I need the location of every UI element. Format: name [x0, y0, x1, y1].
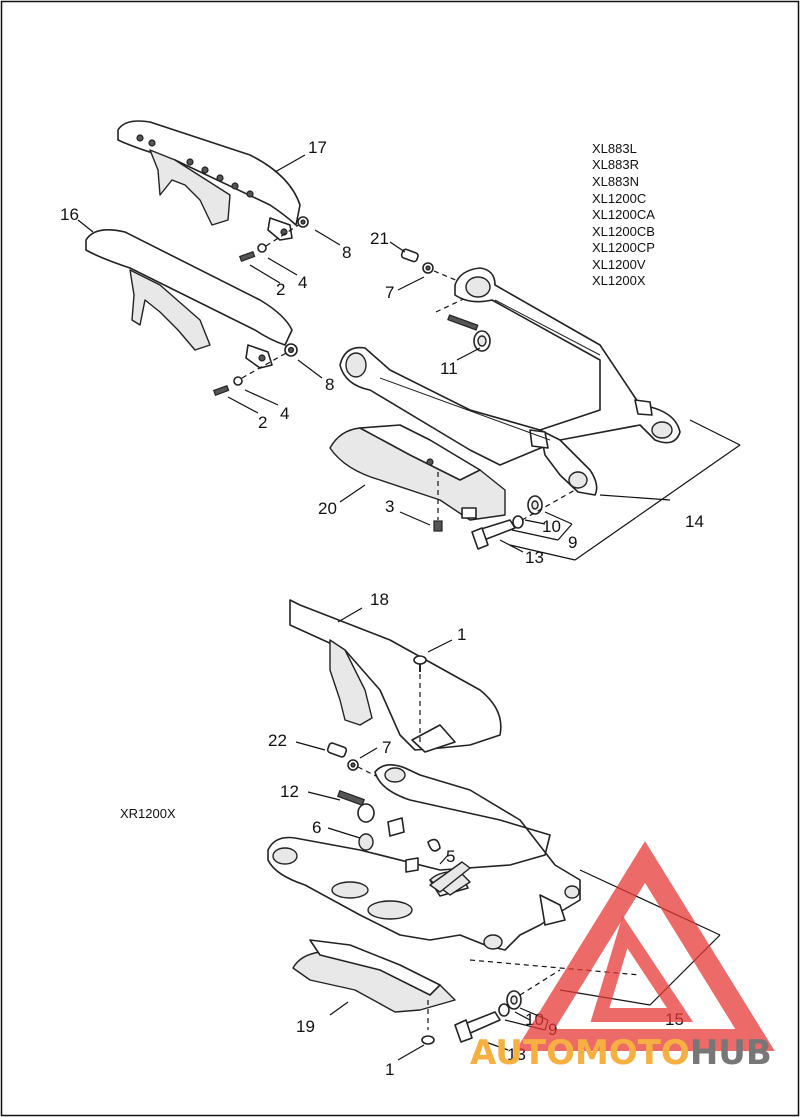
- xr-model-label: XR1200X: [120, 806, 176, 821]
- callout-13a: 13: [525, 548, 544, 567]
- callout-20: 20: [318, 499, 337, 518]
- part-14-swingarm: [339, 267, 681, 496]
- watermark-text-part2: HUB: [690, 1033, 772, 1073]
- part-17-belt-guard: [117, 120, 301, 241]
- watermark-text: AUTOMOTOHUB: [470, 1033, 772, 1073]
- upper-callouts: 17 16 8 2 4 8 2 4 21 7 11 20 3 10 9 13 1…: [60, 138, 704, 567]
- callout-7a: 7: [385, 283, 394, 302]
- callout-6: 6: [312, 818, 321, 837]
- callout-10a: 10: [542, 517, 561, 536]
- callout-5: 5: [446, 847, 455, 866]
- part-19-debris-deflector: [292, 939, 456, 1045]
- callout-12: 12: [280, 782, 299, 801]
- callout-21: 21: [370, 229, 389, 248]
- model-4: XL1200CA: [592, 207, 655, 222]
- callout-14: 14: [685, 512, 704, 531]
- callout-2a: 2: [276, 280, 285, 299]
- callout-4b: 4: [280, 404, 289, 423]
- part-15-swingarm: [267, 764, 581, 951]
- watermark-text-part1: AUTOMOTO: [470, 1033, 690, 1073]
- part-18-belt-guard: [289, 599, 502, 753]
- callout-16: 16: [60, 205, 79, 224]
- callout-18: 18: [370, 590, 389, 609]
- callout-1b: 1: [385, 1060, 394, 1079]
- callout-3: 3: [385, 497, 394, 516]
- callout-8b: 8: [325, 375, 334, 394]
- model-list: XL883L XL883R XL883N XL1200C XL1200CA XL…: [592, 141, 655, 288]
- watermark-logo: AUTOMOTOHUB: [470, 841, 775, 1073]
- callout-22: 22: [268, 731, 287, 750]
- callout-4a: 4: [298, 273, 307, 292]
- model-7: XL1200V: [592, 257, 646, 272]
- callout-9a: 9: [568, 533, 577, 552]
- callout-17: 17: [308, 138, 327, 157]
- part-16-belt-guard: [85, 229, 293, 369]
- upper-leaders: [77, 154, 741, 561]
- model-3: XL1200C: [592, 191, 646, 206]
- lower-assembly: 18 1 22 7 12 6 5 19 1 10 9 13 15 XR1200X: [120, 590, 721, 1079]
- callout-2b: 2: [258, 413, 267, 432]
- model-1: XL883R: [592, 157, 639, 172]
- callout-11: 11: [440, 359, 458, 378]
- callout-1a: 1: [457, 625, 466, 644]
- model-5: XL1200CB: [592, 224, 655, 239]
- callout-19: 19: [296, 1017, 315, 1036]
- callout-8a: 8: [342, 243, 351, 262]
- model-8: XL1200X: [592, 273, 646, 288]
- upper-assembly: 17 16 8 2 4 8 2 4 21 7 11 20 3 10 9 13 1…: [60, 120, 741, 567]
- part-13-pivot-bolt: [471, 489, 576, 550]
- model-0: XL883L: [592, 141, 637, 156]
- upper-pivot-hardware: [400, 248, 491, 352]
- part-13-pivot-bolt-lower: [454, 969, 561, 1043]
- part-20-debris-deflector: [329, 424, 506, 532]
- lower-pivot-hardware: [326, 742, 381, 851]
- guard-hardware: [212, 216, 309, 396]
- model-2: XL883N: [592, 174, 639, 189]
- model-6: XL1200CP: [592, 240, 655, 255]
- callout-7b: 7: [382, 738, 391, 757]
